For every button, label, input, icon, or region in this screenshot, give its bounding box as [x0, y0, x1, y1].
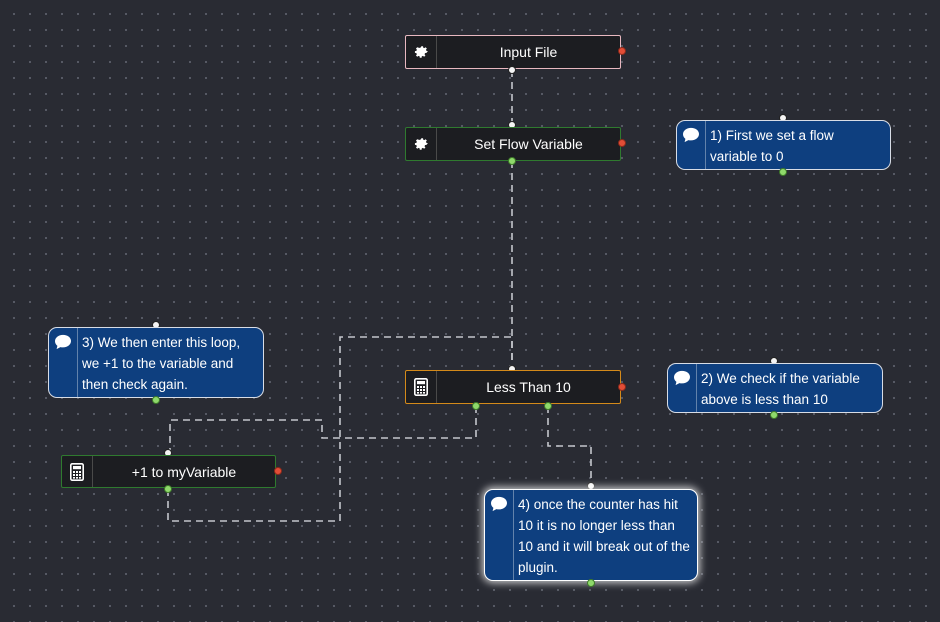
set-flow-variable-output-port[interactable]: [508, 157, 516, 165]
comment-text: 4) once the counter has hit 10 it is no …: [518, 497, 690, 575]
increment-error-port[interactable]: [274, 467, 282, 475]
input-file-bottom-port[interactable]: [508, 66, 516, 74]
comment-3[interactable]: 3) We then enter this loop, we +1 to the…: [48, 327, 264, 398]
speech-bubble-icon: [668, 364, 697, 412]
calculator-icon: [62, 456, 93, 487]
comment-4[interactable]: 4) once the counter has hit 10 it is no …: [484, 489, 698, 581]
comment-text: 3) We then enter this loop, we +1 to the…: [82, 335, 241, 392]
speech-bubble-icon: [677, 121, 706, 169]
speech-bubble-icon: [49, 328, 78, 397]
node-label: +1 to myVariable: [131, 463, 237, 480]
gear-icon: [406, 36, 437, 68]
less-than-error-port[interactable]: [618, 383, 626, 391]
comment-2-output-port[interactable]: [770, 411, 778, 419]
less-than-true-port[interactable]: [472, 402, 480, 410]
increment-node[interactable]: +1 to myVariable: [61, 455, 276, 488]
comment-1-output-port[interactable]: [779, 168, 787, 176]
comment-text: 1) First we set a flow variable to 0: [710, 128, 834, 164]
speech-bubble-icon: [485, 490, 514, 580]
set-flow-variable-error-port[interactable]: [618, 139, 626, 147]
input-file-output-port[interactable]: [618, 47, 626, 55]
gear-icon: [406, 128, 437, 160]
increment-output-port[interactable]: [164, 485, 172, 493]
node-label: Less Than 10: [486, 379, 571, 395]
wire-lessthan-false-to-comment4[interactable]: [547, 406, 592, 486]
comment-1[interactable]: 1) First we set a flow variable to 0: [676, 120, 891, 170]
comment-text: 2) We check if the variable above is les…: [701, 371, 860, 407]
comment-4-output-port[interactable]: [587, 579, 595, 587]
set-flow-variable-node[interactable]: Set Flow Variable: [405, 127, 621, 161]
wire-lessthan-true-to-increment[interactable]: [169, 406, 477, 453]
less-than-node[interactable]: Less Than 10: [405, 370, 621, 404]
comment-2[interactable]: 2) We check if the variable above is les…: [667, 363, 883, 413]
node-label: Set Flow Variable: [474, 136, 583, 152]
node-label: Input File: [499, 44, 558, 60]
calculator-icon: [406, 371, 437, 403]
input-file-node[interactable]: Input File: [405, 35, 621, 69]
comment-3-output-port[interactable]: [152, 396, 160, 404]
less-than-false-port[interactable]: [544, 402, 552, 410]
